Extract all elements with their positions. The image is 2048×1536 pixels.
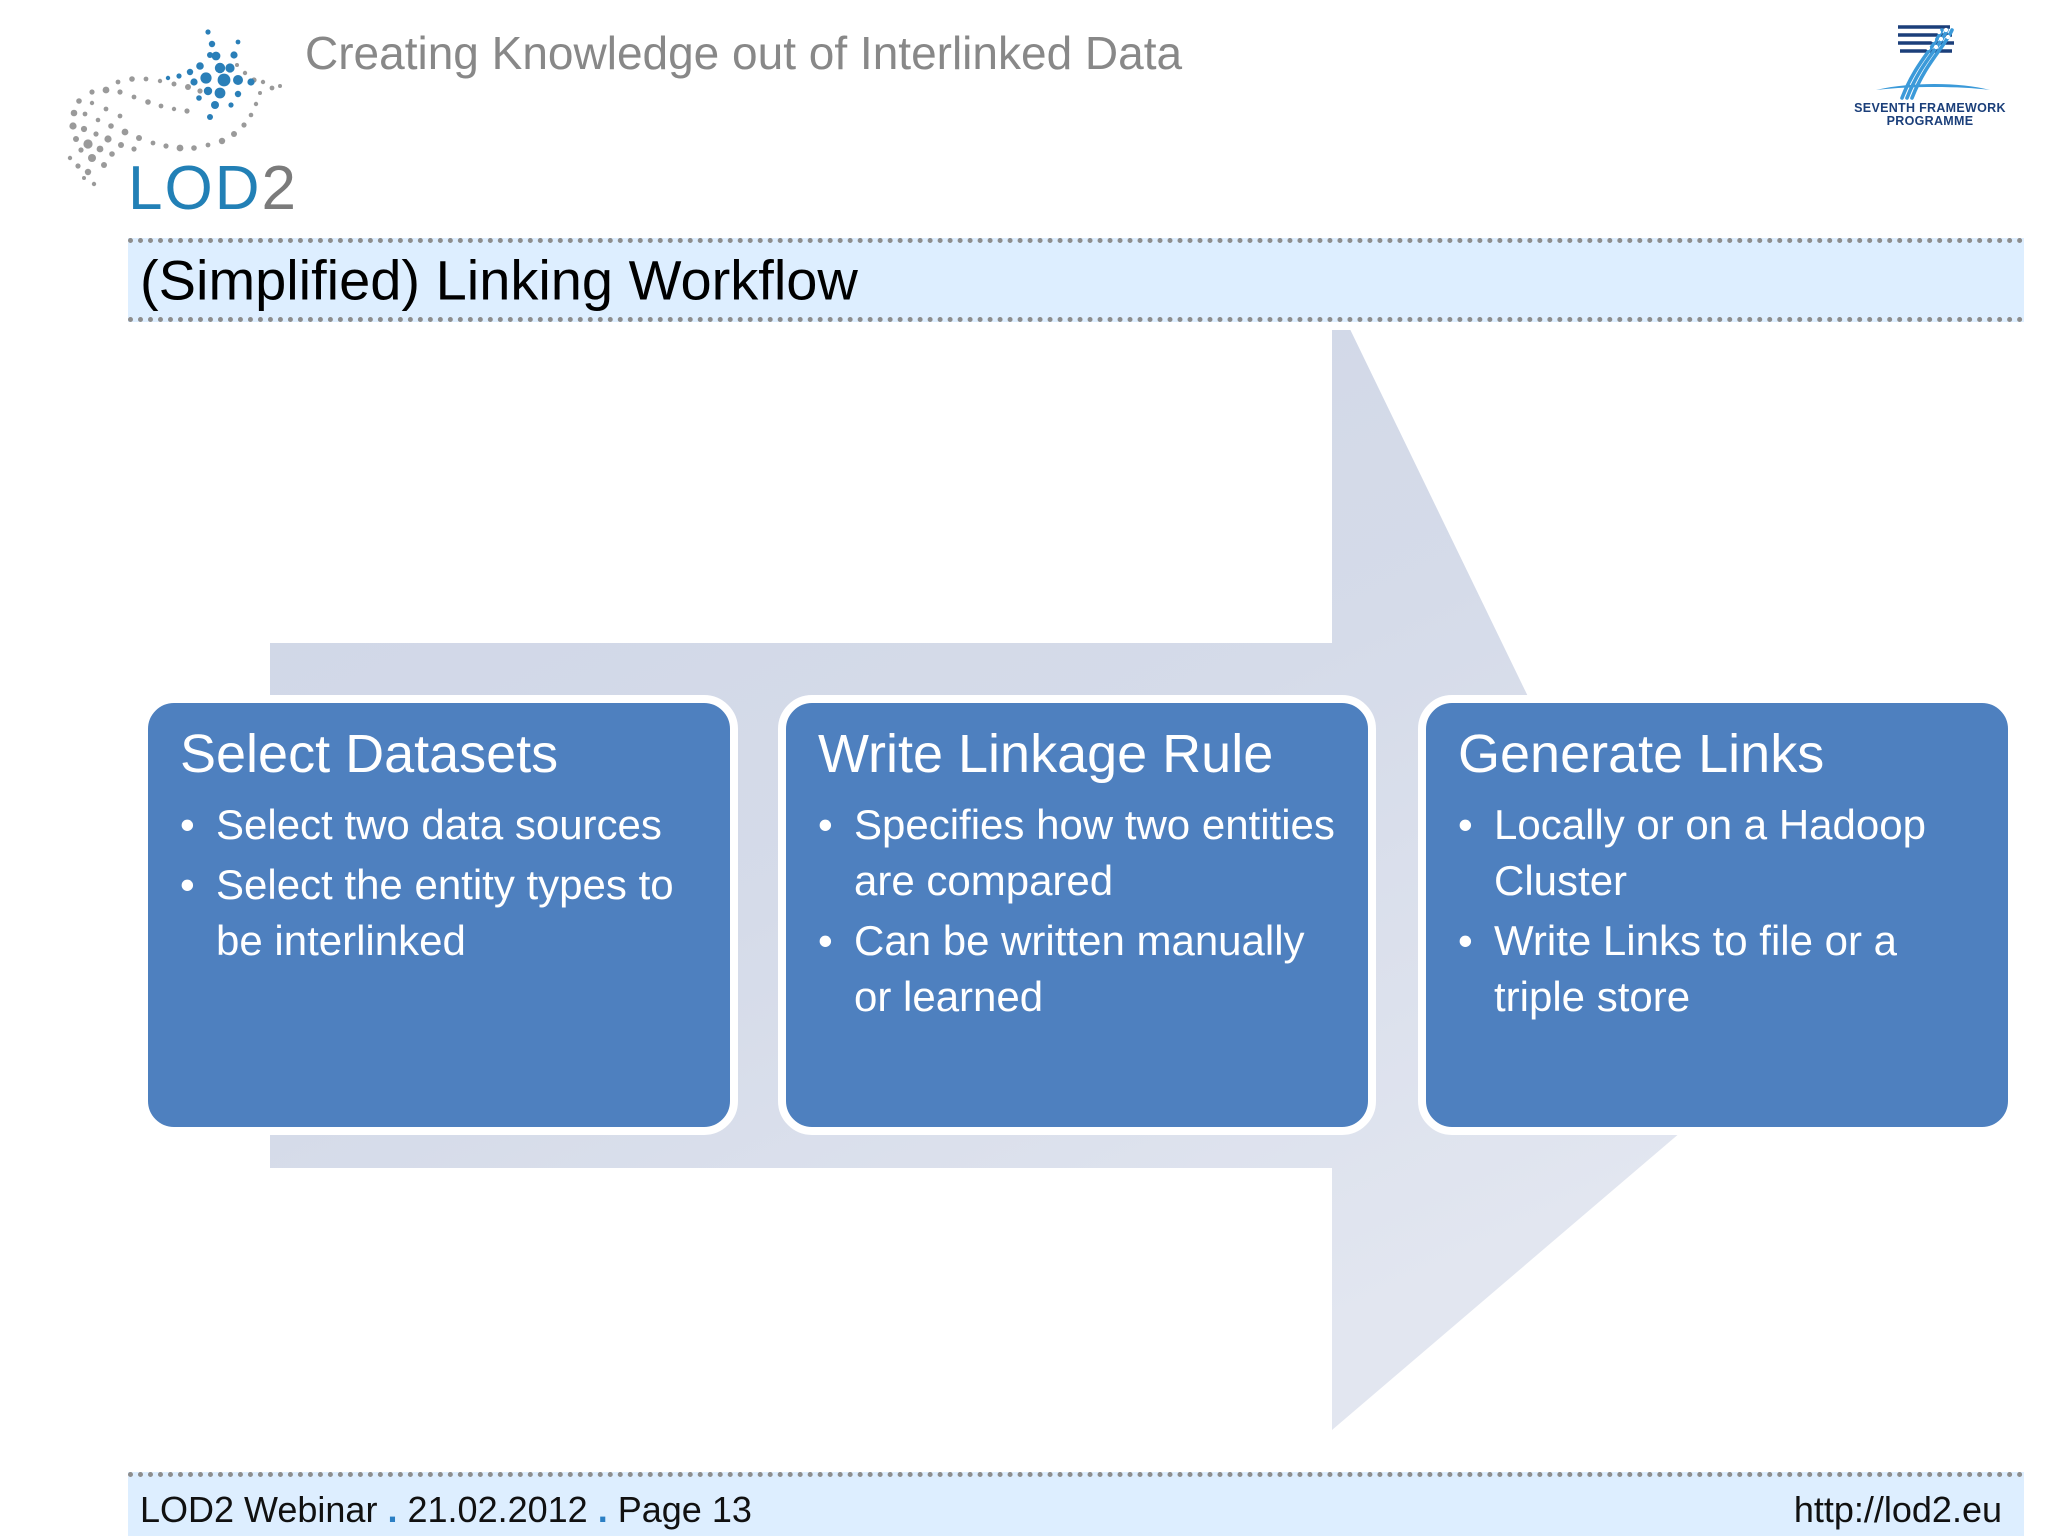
- step-title: Select Datasets: [180, 724, 559, 784]
- slide-title-band: (Simplified) Linking Workflow: [128, 238, 2024, 322]
- list-item: Specifies how two entities are compared: [812, 797, 1342, 909]
- list-item: Select the entity types to be interlinke…: [174, 857, 704, 969]
- step-title: Generate Links: [1458, 724, 1825, 784]
- footer-event: LOD2 Webinar: [140, 1489, 378, 1530]
- step-bullet-list: Locally or on a Hadoop Cluster Write Lin…: [1452, 797, 1982, 1025]
- lod2-logo-icon: [67, 29, 282, 187]
- fp7-logo-text: SEVENTH FRAMEWORK PROGRAMME: [1840, 102, 2020, 128]
- slide-tagline: Creating Knowledge out of Interlinked Da…: [305, 27, 1183, 79]
- footer-page-number: Page 13: [617, 1489, 752, 1530]
- fp7-line2: PROGRAMME: [1886, 114, 1974, 128]
- fp7-line1: SEVENTH FRAMEWORK: [1854, 101, 2006, 115]
- lod2-wordmark-primary: LOD: [128, 154, 262, 223]
- list-item: Write Links to file or a triple store: [1452, 913, 1982, 1025]
- eu-seventh-framework-logo-icon: SEVENTH FRAMEWORK PROGRAMME: [1840, 14, 2020, 144]
- workflow-step-card-3[interactable]: Generate Links Locally or on a Hadoop Cl…: [1418, 695, 2016, 1135]
- footer-separator: .: [597, 1489, 608, 1530]
- step-title: Write Linkage Rule: [818, 724, 1274, 784]
- lod2-wordmark-secondary: 2: [261, 154, 298, 223]
- list-item: Locally or on a Hadoop Cluster: [1452, 797, 1982, 909]
- workflow-step-card-1[interactable]: Select Datasets Select two data sources …: [140, 695, 738, 1135]
- footer-separator: .: [387, 1489, 398, 1530]
- footer-date: 21.02.2012: [407, 1489, 588, 1530]
- footer-meta: LOD2 Webinar . 21.02.2012 . Page 13: [140, 1489, 752, 1531]
- list-item: Can be written manually or learned: [812, 913, 1342, 1025]
- page-title: (Simplified) Linking Workflow: [140, 248, 858, 312]
- slide-header: LOD2 Creating Knowledge out of Interlink…: [0, 0, 2048, 240]
- footer-url[interactable]: http://lod2.eu: [1793, 1489, 2002, 1530]
- step-bullet-list: Specifies how two entities are compared …: [812, 797, 1342, 1025]
- list-item: Select two data sources: [174, 797, 704, 853]
- slide-footer-band: LOD2 Webinar . 21.02.2012 . Page 13 http…: [128, 1472, 2024, 1536]
- step-bullet-list: Select two data sources Select the entit…: [174, 797, 704, 969]
- workflow-step-card-2[interactable]: Write Linkage Rule Specifies how two ent…: [778, 695, 1376, 1135]
- lod2-wordmark: LOD2: [128, 158, 298, 220]
